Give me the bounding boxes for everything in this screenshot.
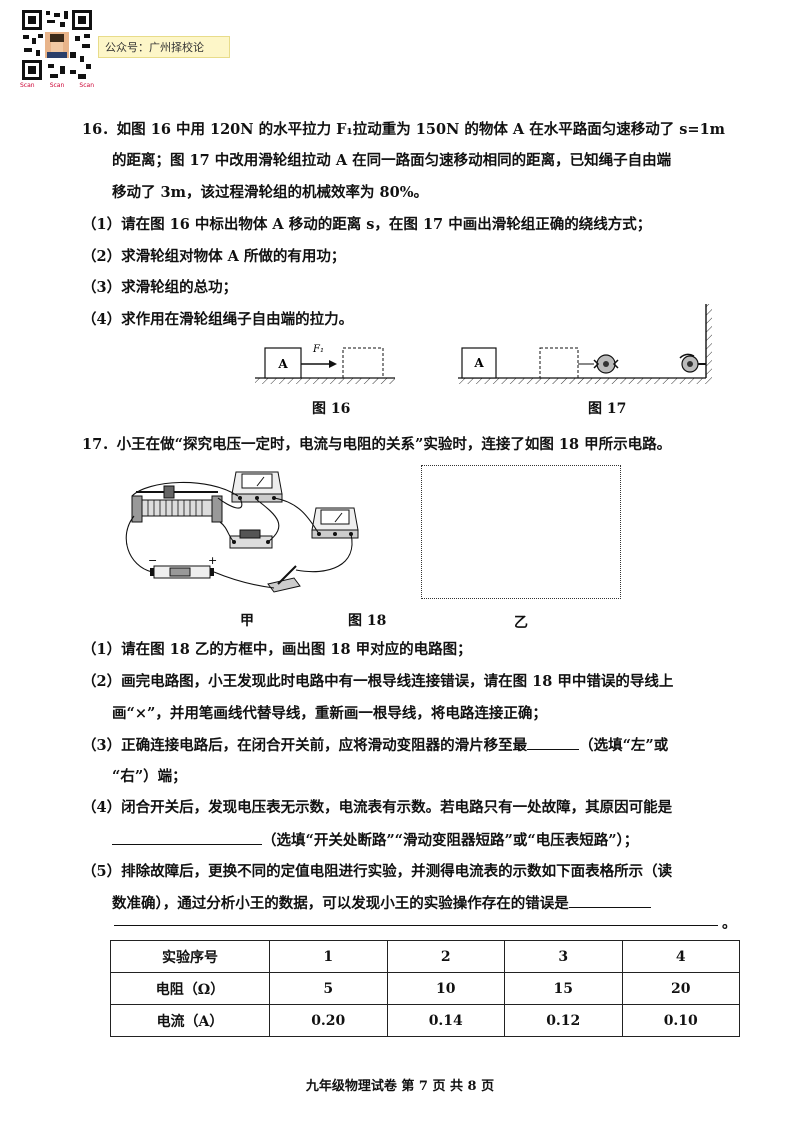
q17-part-5-end: 。 (722, 915, 737, 932)
q17-part-1: （1）请在图 18 乙的方框中，画出图 18 甲对应的电路图； (82, 641, 472, 658)
block-a-label: A (473, 356, 484, 370)
q17-part-4-blank[interactable] (112, 830, 262, 845)
table-cell: 15 (504, 972, 623, 1005)
figure-17-caption: 图 17 (588, 401, 627, 417)
figure-17: A (458, 304, 712, 384)
qr-caption-3: Scan (79, 82, 94, 89)
q17-part-2-line-1: （2）画完电路图，小王发现此时电路中有一根导线连接错误，请在图 18 甲中错误的… (82, 673, 674, 690)
table-header-cell: 电流（A） (110, 1004, 270, 1037)
table-cell: 0.10 (621, 1004, 740, 1037)
battery (150, 565, 214, 579)
q17-part-2-line-2: 画“×”，并用笔画线代替导线，重新画一根导线，将电路连接正确； (112, 705, 547, 722)
q17-part-3-blank[interactable] (527, 735, 580, 750)
q17-part-5-line-2: 数准确），通过分析小王的数据，可以发现小王的实验操作存在的错误是 (112, 893, 651, 914)
table-cell: 0.14 (386, 1004, 505, 1037)
table-row: 实验序号 1 2 3 4 (110, 940, 740, 973)
battery-minus: − (148, 554, 157, 567)
block-a-label: A (277, 357, 288, 371)
q17-part-5-line-1: （5）排除故障后，更换不同的定值电阻进行实验，并测得电流表的示数如下面表格所示（… (82, 863, 673, 880)
voltmeter (231, 471, 283, 503)
experiment-table: 实验序号 1 2 3 4 电阻（Ω） 5 10 15 20 电流（A） 0.20… (110, 940, 740, 1037)
q16-line-2: 的距离；图 17 中改用滑轮组拉动 A 在同一路面匀速移动相同的距离，已知绳子自… (112, 152, 672, 169)
wires (125, 481, 353, 589)
qr-caption-2: Scan (49, 82, 65, 89)
block-a-moved (342, 347, 384, 379)
force-arrow (329, 360, 337, 368)
table-header-cell: 电阻（Ω） (110, 972, 270, 1005)
figure-18-answer-box[interactable] (421, 465, 621, 599)
switch (267, 565, 301, 593)
table-cell: 3 (504, 940, 623, 973)
q17-part-5-blank-2[interactable] (114, 925, 718, 926)
fixed-resistor (229, 529, 273, 549)
q17-part-5-text: 数准确），通过分析小王的数据，可以发现小王的实验操作存在的错误是 (112, 895, 569, 912)
q16-line-1: 16．如图 16 中用 120N 的水平拉力 F₁拉动重为 150N 的物体 A… (82, 121, 726, 138)
q16-line-3: 移动了 3m，该过程滑轮组的机械效率为 80%。 (112, 184, 428, 201)
table-cell: 1 (269, 940, 388, 973)
q17-intro: 17．小王在做“探究电压一定时，电流与电阻的关系”实验时，连接了如图 18 甲所… (82, 436, 672, 453)
block-a-moved (539, 347, 579, 379)
qr-caption: Scan Scan Scan (20, 82, 94, 89)
q17-part-3-line-1: （3）正确连接电路后，在闭合开关前，应将滑动变阻器的滑片移至最 （选填“左”或 (82, 735, 668, 756)
table-cell: 0.20 (269, 1004, 388, 1037)
q17-part-4-line-1: （4）闭合开关后，发现电压表无示数，电流表有示数。若电路只有一处故障，其原因可能… (82, 799, 673, 816)
q17-part-3-line-2: “右”）端； (112, 768, 187, 785)
q16-part-1: （1）请在图 16 中标出物体 A 移动的距离 s，在图 17 中画出滑轮组正确… (82, 216, 652, 233)
fixed-pulley (679, 353, 706, 373)
q17-part-4-line-2: （选填“开关处断路”“滑动变阻器短路”或“电压表短路”）； (112, 830, 638, 851)
figure-18-caption: 图 18 (348, 613, 387, 629)
account-badge: 公众号：广州择校论 (98, 36, 230, 58)
table-cell: 5 (269, 972, 388, 1005)
table-header-cell: 实验序号 (110, 940, 270, 973)
block-a (264, 347, 302, 379)
q16-part-2: （2）求滑轮组对物体 A 所做的有用功； (82, 248, 346, 265)
figure-18-label-yi: 乙 (514, 615, 528, 631)
q16-part-3: （3）求滑轮组的总功； (82, 279, 238, 296)
qr-code (20, 8, 94, 82)
q16-part-4: （4）求作用在滑轮组绳子自由端的拉力。 (82, 311, 354, 328)
movable-pulley (593, 354, 619, 374)
qr-caption-1: Scan (20, 82, 35, 89)
battery-plus: + (208, 554, 217, 567)
table-cell: 0.12 (504, 1004, 623, 1037)
q17-part-4-hint: （选填“开关处断路”“滑动变阻器短路”或“电压表短路”）； (262, 832, 639, 849)
table-cell: 20 (621, 972, 740, 1005)
figure-16-caption: 图 16 (312, 401, 351, 417)
q17-part-3-hint: （选填“左”或 (579, 737, 669, 754)
table-cell: 4 (621, 940, 740, 973)
ammeter (311, 507, 359, 539)
q17-part-5-blank-1[interactable] (568, 893, 651, 908)
block-a (461, 347, 497, 379)
table-row: 电流（A） 0.20 0.14 0.12 0.10 (110, 1004, 740, 1037)
figure-16: A F₁ (255, 344, 395, 384)
table-cell: 10 (386, 972, 505, 1005)
table-row: 电阻（Ω） 5 10 15 20 (110, 972, 740, 1005)
force-label: F₁ (312, 344, 324, 355)
figure-18-circuit: − + (125, 471, 359, 593)
figure-18-label-jia: 甲 (240, 613, 254, 629)
page-footer: 九年级物理试卷 第 7 页 共 8 页 (305, 1079, 495, 1094)
sliding-rheostat (131, 485, 223, 523)
q17-part-3-text: （3）正确连接电路后，在闭合开关前，应将滑动变阻器的滑片移至最 (82, 737, 528, 754)
table-cell: 2 (386, 940, 505, 973)
